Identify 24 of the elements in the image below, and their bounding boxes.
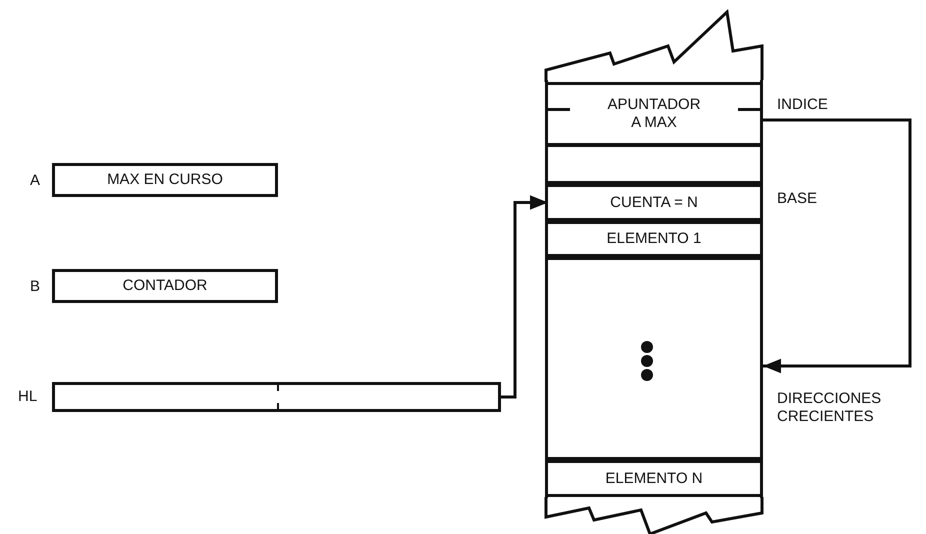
register-label: HL (18, 388, 38, 406)
cell-text: APUNTADOR A MAX (606, 96, 702, 132)
cell-text: CONTADOR (122, 277, 208, 295)
memory-column (545, 80, 763, 498)
register-box (52, 163, 278, 197)
memory-cell (548, 82, 760, 146)
pointer-label: BASE (777, 190, 818, 208)
memory-cell (548, 144, 760, 184)
cell-text: ELEMENTO N (605, 470, 703, 488)
cell-text: ELEMENTO 1 (606, 230, 702, 248)
pointer-label: INDICE (777, 96, 828, 114)
register-box (52, 269, 278, 303)
cell-text: MAX EN CURSO (107, 171, 223, 189)
register-label: A (30, 172, 40, 190)
arrow (501, 195, 548, 398)
register-box (52, 382, 501, 412)
annotation-text: DIRECCIONES CRECIENTES (777, 390, 882, 426)
memory-cell (548, 184, 760, 221)
memory-cell (548, 257, 760, 460)
memory-cell (548, 221, 760, 257)
arrow (763, 118, 912, 374)
memory-cell (548, 460, 760, 497)
register-label: B (30, 278, 40, 296)
cell-text: CUENTA = N (610, 194, 698, 212)
